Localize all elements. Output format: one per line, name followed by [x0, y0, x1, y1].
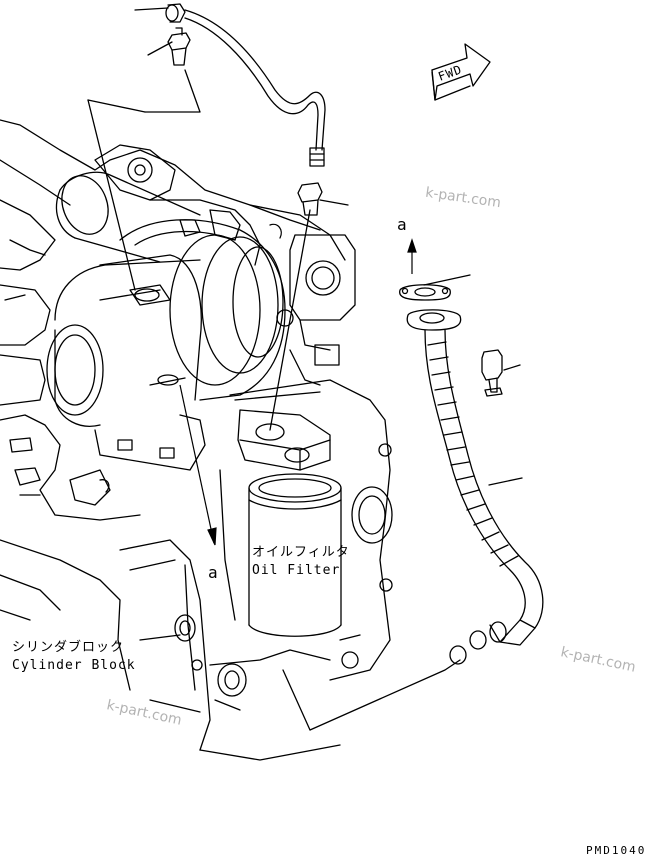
lower-block [174, 614, 331, 711]
filter-mount [219, 234, 393, 681]
arrow-a-top-icon [407, 238, 417, 274]
drawing-code: PMD1040 [586, 844, 647, 857]
arrow-a-bottom-icon [179, 384, 217, 546]
cylinder-block [0, 119, 341, 761]
oil-drain-hose[interactable] [399, 284, 544, 665]
ref-a-bottom-label: a [208, 563, 218, 582]
oil-filter-en-label: Oil Filter [252, 563, 341, 578]
cylinder-block-en-label: Cylinder Block [12, 658, 136, 673]
fwd-arrow-icon [431, 43, 491, 101]
ref-a-top-label: a [397, 215, 407, 234]
oil-inlet-pipe[interactable] [165, 3, 326, 216]
oil-filter-jp-label: オイルフィルタ [252, 545, 350, 560]
oil-filter [237, 409, 342, 637]
cylinder-block-jp-label: シリンダブロック [12, 640, 125, 655]
turbocharger [46, 171, 286, 471]
leader-lines [87, 7, 523, 731]
block-top [94, 144, 346, 266]
flange-bolt[interactable] [481, 349, 503, 397]
